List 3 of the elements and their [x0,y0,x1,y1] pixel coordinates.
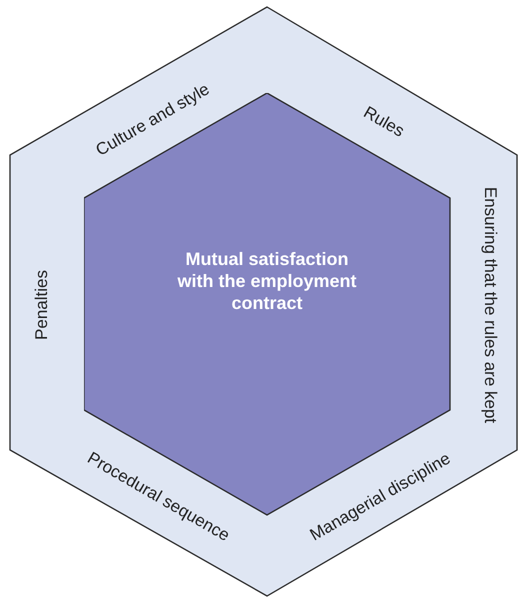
center-label: Mutual satisfaction with the employment contract [177,248,357,314]
band-label: Penalties [32,270,52,340]
band-label: Ensuring that the rules are kept [480,186,500,424]
